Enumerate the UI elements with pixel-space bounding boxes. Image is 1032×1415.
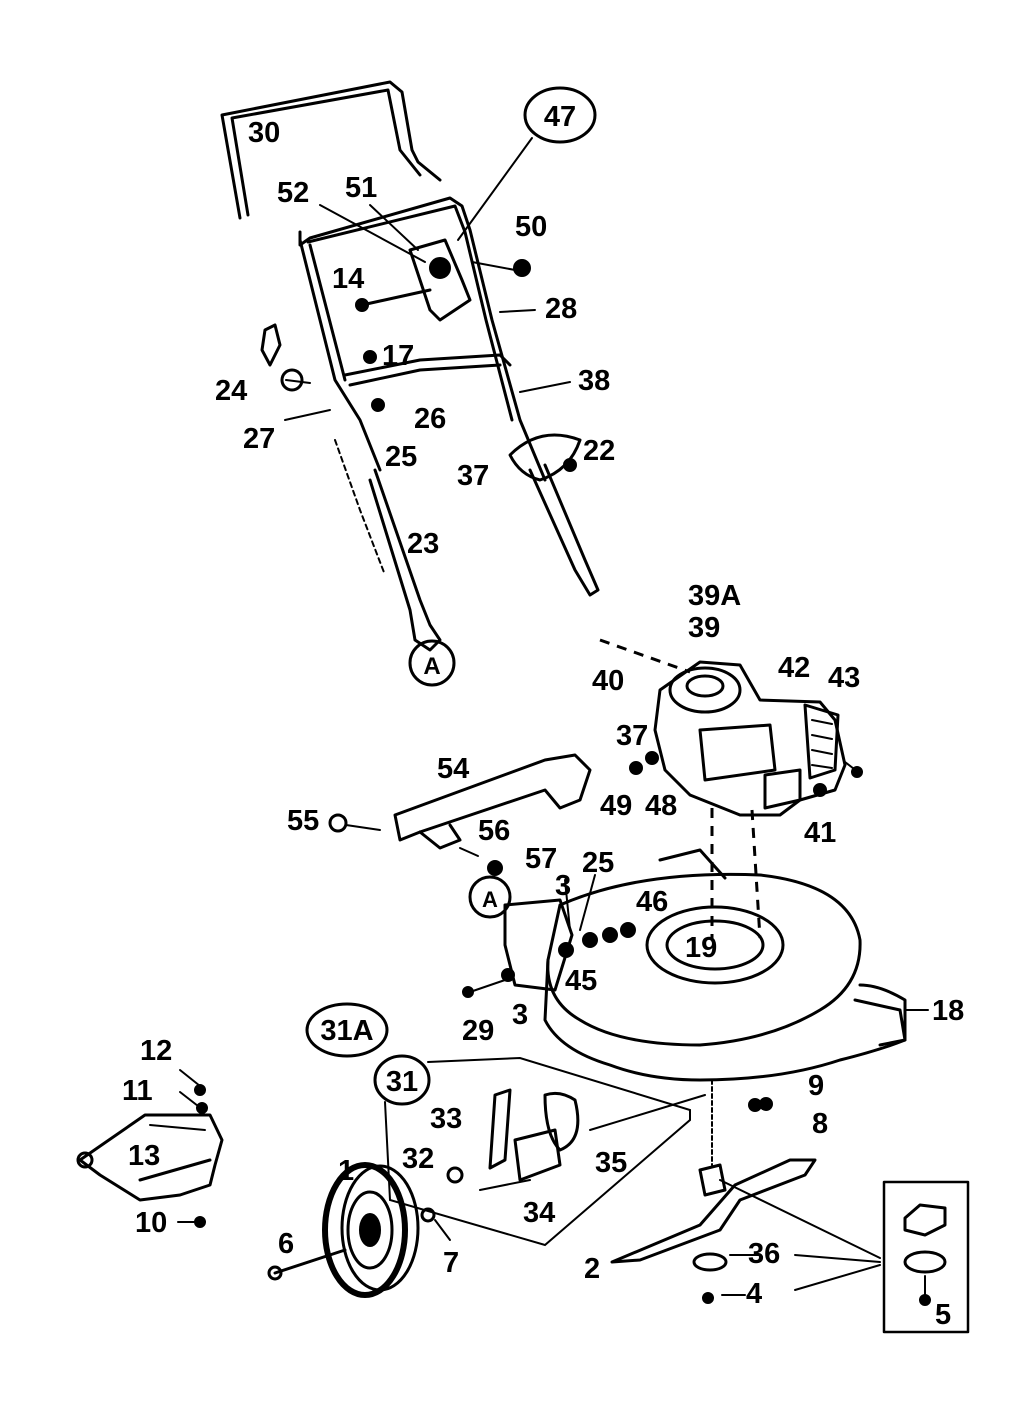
callout-31: 31 <box>373 1054 431 1106</box>
blade-part <box>610 1158 817 1264</box>
label-3-upper: 3 <box>555 870 571 902</box>
label-56: 56 <box>478 815 510 847</box>
callout-label: 31A <box>320 1015 373 1047</box>
label-25-handle: 25 <box>385 441 417 473</box>
callout-label: 31 <box>386 1066 418 1098</box>
label-57: 57 <box>525 843 557 875</box>
callout-31a: 31A <box>305 1002 389 1058</box>
label-40: 40 <box>592 665 624 697</box>
blade-assembly <box>610 1079 881 1304</box>
wheel-assembly <box>267 1162 451 1298</box>
engine-part <box>653 660 847 817</box>
label-38: 38 <box>578 365 610 397</box>
label-41: 41 <box>804 817 836 849</box>
label-11: 11 <box>122 1075 153 1107</box>
blade-adapter-kit <box>882 1180 970 1334</box>
wheel-part <box>322 1162 408 1298</box>
label-13: 13 <box>128 1140 160 1172</box>
height-adjust-group <box>384 1056 706 1247</box>
label-54: 54 <box>437 753 469 785</box>
callout-47: 47 <box>523 86 597 144</box>
callout-label: 47 <box>544 101 576 133</box>
label-34: 34 <box>523 1197 555 1229</box>
label-45: 45 <box>565 965 597 997</box>
label-26: 26 <box>414 403 446 435</box>
label-14: 14 <box>332 263 364 295</box>
label-4: 4 <box>746 1278 762 1310</box>
label-1: 1 <box>338 1155 354 1187</box>
label-7: 7 <box>443 1247 459 1279</box>
label-36: 36 <box>748 1238 780 1270</box>
label-9: 9 <box>808 1070 824 1102</box>
callout-a-top: A <box>408 639 456 687</box>
rear-bracket-part <box>393 753 592 842</box>
engine-assembly <box>599 638 863 939</box>
label-6: 6 <box>278 1228 294 1260</box>
label-55: 55 <box>287 805 319 837</box>
label-8: 8 <box>812 1108 828 1140</box>
lower-handle-part <box>368 468 442 652</box>
label-42: 42 <box>778 652 810 684</box>
label-23: 23 <box>407 528 439 560</box>
label-24: 24 <box>215 375 247 407</box>
callout-label: A <box>423 653 440 680</box>
mulch-plug-assembly <box>76 1069 224 1228</box>
label-39: 39 <box>688 612 720 644</box>
label-39a: 39A <box>688 580 741 612</box>
callout-a-mid: A <box>468 875 512 919</box>
mower-deck-assembly <box>462 848 929 1112</box>
callout-label: A <box>482 887 498 912</box>
label-49: 49 <box>600 790 632 822</box>
label-32: 32 <box>402 1143 434 1175</box>
label-37-cable: 37 <box>457 460 489 492</box>
label-10: 10 <box>135 1207 167 1239</box>
rear-bracket-assembly <box>328 753 592 876</box>
part-number-labels: 30 52 51 50 14 28 17 24 38 26 27 25 22 3… <box>122 117 964 1331</box>
label-18: 18 <box>932 995 964 1027</box>
label-43: 43 <box>828 662 860 694</box>
mulch-plug-part <box>78 1113 224 1202</box>
control-bail-part <box>220 80 442 220</box>
label-5: 5 <box>935 1299 951 1331</box>
label-17: 17 <box>382 340 414 372</box>
handle-assembly <box>220 80 600 652</box>
label-22: 22 <box>583 435 615 467</box>
label-29: 29 <box>462 1015 494 1047</box>
label-28: 28 <box>545 293 577 325</box>
label-51: 51 <box>345 172 377 204</box>
label-3-lower: 3 <box>512 999 528 1031</box>
label-37-engine: 37 <box>616 720 648 752</box>
mower-deck-part <box>546 872 862 1047</box>
label-25-deck: 25 <box>582 847 614 879</box>
label-35: 35 <box>595 1147 627 1179</box>
label-48: 48 <box>645 790 677 822</box>
label-33: 33 <box>430 1103 462 1135</box>
label-27: 27 <box>243 423 275 455</box>
label-19: 19 <box>685 932 717 964</box>
label-2: 2 <box>584 1253 600 1285</box>
label-12: 12 <box>140 1035 172 1067</box>
upper-handle-part <box>298 196 547 482</box>
label-52: 52 <box>277 177 309 209</box>
label-50: 50 <box>515 211 547 243</box>
label-46: 46 <box>636 886 668 918</box>
label-30: 30 <box>248 117 280 149</box>
